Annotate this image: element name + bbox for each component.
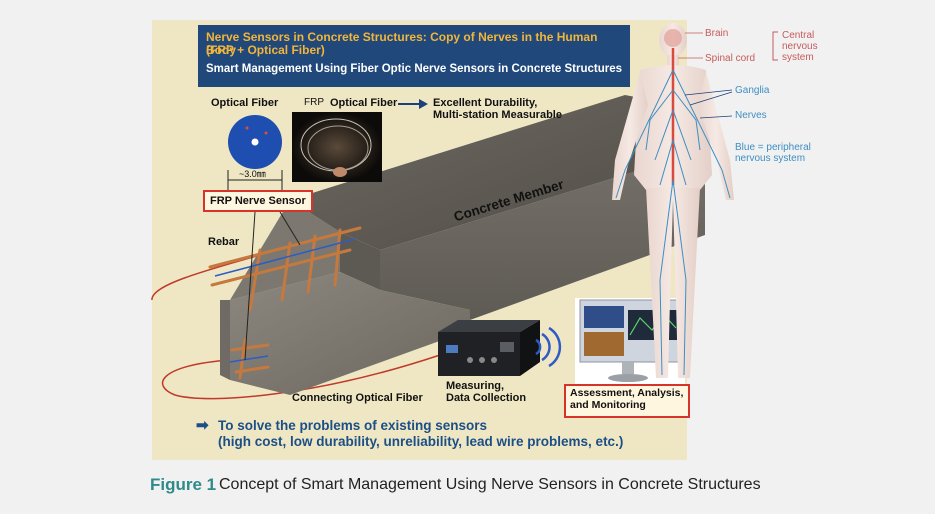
fiber-dot-1 [245,126,249,130]
label-central-line2: nervous [782,41,818,52]
frp-sensor-line-lower [229,355,269,363]
label-spinal-cord: Spinal cord [705,53,756,64]
concrete-front-face [380,150,705,320]
frp-sensor-leader [244,211,256,361]
label-brain: Brain [705,28,729,39]
header-subtitle: Smart Management Using Fiber Optic Nerve… [206,63,623,75]
label-measuring-line2: Data Collection [446,392,527,404]
concrete-lower-face [230,272,470,395]
frp-sensor-leader-2 [279,211,301,246]
label-measuring-line1: Measuring, [446,380,505,392]
human-body-figure [612,23,778,378]
frp-sensor-line [214,238,356,277]
label-frp-nerve-sensor: FRP Nerve Sensor [203,190,313,213]
label-optical-fiber-2: Optical Fiber [330,97,398,109]
fiber-dot-2 [264,131,268,135]
caption-figure-label: Figure 1 [150,475,217,494]
wireless-icon [535,326,562,368]
label-durability-line2: Multi-station Measurable [433,109,562,121]
label-central-line1: Central [782,30,815,41]
problem-line1: To solve the problems of existing sensor… [218,418,488,433]
label-assessment-line2: and Monitoring [570,399,646,411]
problem-line2: (high cost, low durability, unreliabilit… [218,434,624,449]
rebar-grid [208,226,362,380]
label-frp: FRP [304,97,324,108]
label-blue-line1: Blue = peripheral [735,142,811,153]
data-logger [438,320,540,376]
label-optical-fiber: Optical Fiber [211,97,279,109]
caption-text: Concept of Smart Management Using Nerve … [219,476,761,493]
label-durability-line1: Excellent Durability, [433,97,538,109]
label-assessment-line1: Assessment, Analysis, [570,387,684,399]
assessment-box: Assessment, Analysis, and Monitoring [564,384,690,418]
label-rebar: Rebar [208,236,240,248]
fiber-core [251,138,259,146]
connecting-fiber-loop-lower [162,354,441,400]
label-nerves: Nerves [735,110,767,121]
header-title-line1: Nerve Sensors in Concrete Structures: Co… [206,30,598,58]
label-ganglia: Ganglia [735,85,770,96]
concrete-end-face-lower [220,300,230,380]
diagram-header: Nerve Sensors in Concrete Structures: Co… [198,25,630,87]
header-title-line2: (FRP + Optical Fiber) [206,43,325,57]
label-dimension: ~3.0㎜ [239,169,266,179]
label-blue-line2: nervous system [735,153,806,164]
arrow-icon: ➡ [196,417,209,434]
concrete-step-face [340,232,380,290]
label-connecting-fiber: Connecting Optical Fiber [292,392,423,404]
concrete-top-face [290,95,705,250]
label-central-line3: system [782,52,814,63]
